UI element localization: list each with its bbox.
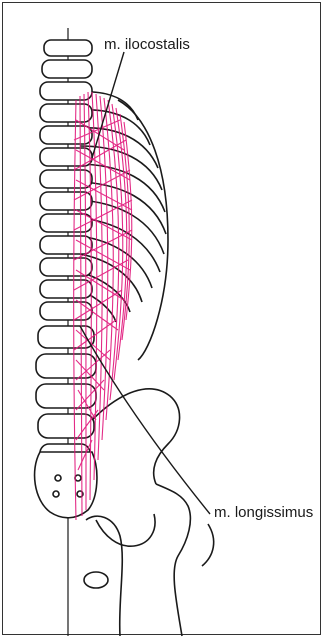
label-longissimus: m. longissimus [214, 504, 313, 521]
label-ilocostalis: m. ilocostalis [104, 36, 190, 53]
leader-lines [80, 52, 210, 514]
pelvis [84, 389, 214, 636]
spine [35, 28, 97, 636]
